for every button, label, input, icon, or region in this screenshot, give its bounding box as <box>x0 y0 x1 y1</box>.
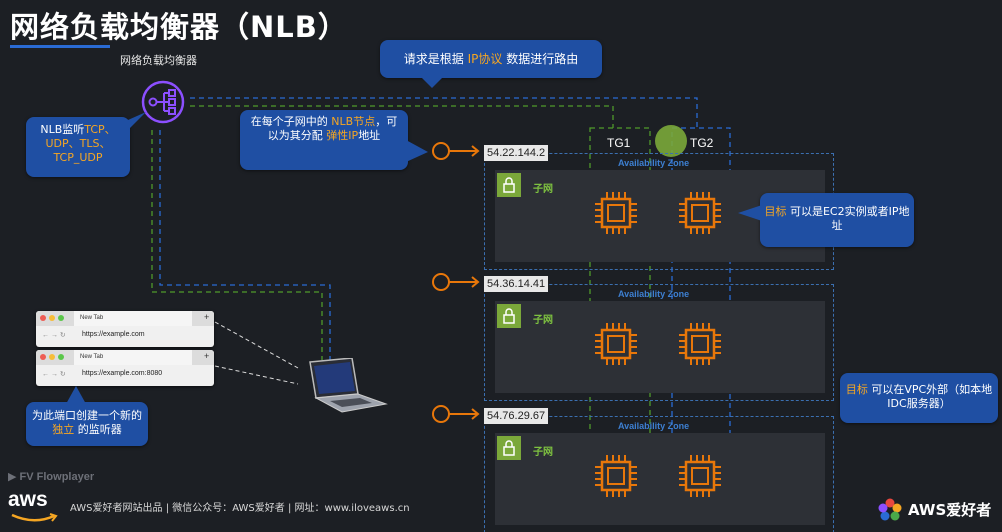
node-ip-callout-tail <box>406 140 428 162</box>
minimize-dot-icon[interactable] <box>49 315 55 321</box>
target-ec2-callout: 目标 可以是EC2实例或者IP地址 <box>760 193 914 247</box>
az-label: Availability Zone <box>618 158 690 168</box>
aws-logo: aws <box>8 488 48 511</box>
tg2-label: TG2 <box>690 136 714 150</box>
flowplayer-watermark: ▶ FV Flowplayer <box>8 471 95 483</box>
subnet-lock-icon <box>497 304 521 328</box>
node-ip-callout: 在每个子网中的 NLB节点，可以为其分配 弹性IP地址 <box>240 110 408 170</box>
address-bar[interactable]: https://example.com <box>82 331 145 338</box>
subnet-box <box>495 433 825 525</box>
subnet-lock-icon <box>497 173 521 197</box>
ip-arrow-2 <box>432 273 480 291</box>
ec2-instance-icon[interactable] <box>677 453 723 499</box>
availability-zone-box <box>484 284 834 401</box>
page-title: 网络负载均衡器（NLB） <box>10 10 348 44</box>
subnet-label: 子网 <box>533 315 553 326</box>
az-label: Availability Zone <box>618 289 690 299</box>
nav-arrows-icon[interactable]: ← → ↻ <box>42 332 66 339</box>
target-ec2-callout-tail <box>738 205 762 221</box>
green-path-top <box>190 105 614 128</box>
browser1-link <box>214 321 299 369</box>
ec2-instance-icon[interactable] <box>593 453 639 499</box>
availability-zone-box <box>484 416 834 532</box>
ec2-instance-icon[interactable] <box>677 190 723 236</box>
browser-window-1[interactable]: New Tab + ← → ↻ https://example.com <box>36 311 214 347</box>
brand-flower-icon <box>878 498 902 521</box>
port-listener-callout-tail <box>66 386 86 404</box>
listen-protocols-callout: NLB监听TCP、UDP、TLS、TCP_UDP <box>26 117 130 177</box>
subnet-box <box>495 301 825 393</box>
blue-path-top <box>190 97 698 128</box>
green-path-laptop <box>151 130 323 360</box>
load-balancer-icon[interactable] <box>140 79 186 125</box>
ec2-instance-icon[interactable] <box>593 190 639 236</box>
ec2-instance-icon[interactable] <box>677 321 723 367</box>
address-bar[interactable]: https://example.com:8080 <box>82 370 163 377</box>
browser-tab[interactable]: New Tab <box>74 311 192 326</box>
elastic-ip-label: 54.76.29.67 <box>484 408 549 424</box>
elastic-ip-label: 54.22.144.2 <box>484 145 549 161</box>
maximize-dot-icon[interactable] <box>58 354 64 360</box>
footer-credits: AWS爱好者网站出品 | 微信公众号：AWS爱好者 | 网址：www.ilove… <box>70 503 410 514</box>
browser-window-2[interactable]: New Tab + ← → ↻ https://example.com:8080 <box>36 350 214 386</box>
ip-arrow-3 <box>432 405 480 423</box>
elastic-ip-label: 54.36.14.41 <box>484 276 549 292</box>
maximize-dot-icon[interactable] <box>58 315 64 321</box>
routing-callout-tail <box>420 76 444 88</box>
target-outside-vpc-callout: 目标 可以在VPC外部（如本地IDC服务器） <box>840 373 998 423</box>
blue-path-laptop <box>159 130 331 360</box>
minimize-dot-icon[interactable] <box>49 354 55 360</box>
subnet-label: 子网 <box>533 184 553 195</box>
new-tab-plus-icon[interactable]: + <box>204 312 210 322</box>
browser2-link <box>214 365 299 385</box>
port-listener-callout: 为此端口创建一个新的 独立 的监听器 <box>26 402 148 446</box>
subnet-lock-icon <box>497 436 521 460</box>
subnet-label: 子网 <box>533 447 553 458</box>
ip-arrow-1 <box>432 142 480 160</box>
aws-smile-icon <box>11 513 58 522</box>
close-dot-icon[interactable] <box>40 315 46 321</box>
title-underline <box>10 45 110 48</box>
brand-name: AWS爱好者 <box>908 501 992 519</box>
listen-callout-tail <box>128 112 146 130</box>
nlb-label: 网络负载均衡器 <box>120 54 197 67</box>
ec2-instance-icon[interactable] <box>593 321 639 367</box>
play-icon: ▶ <box>8 471 17 483</box>
routing-callout: 请求是根据 IP协议 数据进行路由 <box>380 40 602 78</box>
close-dot-icon[interactable] <box>40 354 46 360</box>
laptop-icon <box>309 358 388 413</box>
nav-arrows-icon[interactable]: ← → ↻ <box>42 371 66 378</box>
new-tab-plus-icon[interactable]: + <box>204 351 210 361</box>
tg1-label: TG1 <box>607 136 631 150</box>
cursor-highlight <box>655 125 687 157</box>
az-label: Availability Zone <box>618 421 690 431</box>
browser-tab[interactable]: New Tab <box>74 350 192 365</box>
